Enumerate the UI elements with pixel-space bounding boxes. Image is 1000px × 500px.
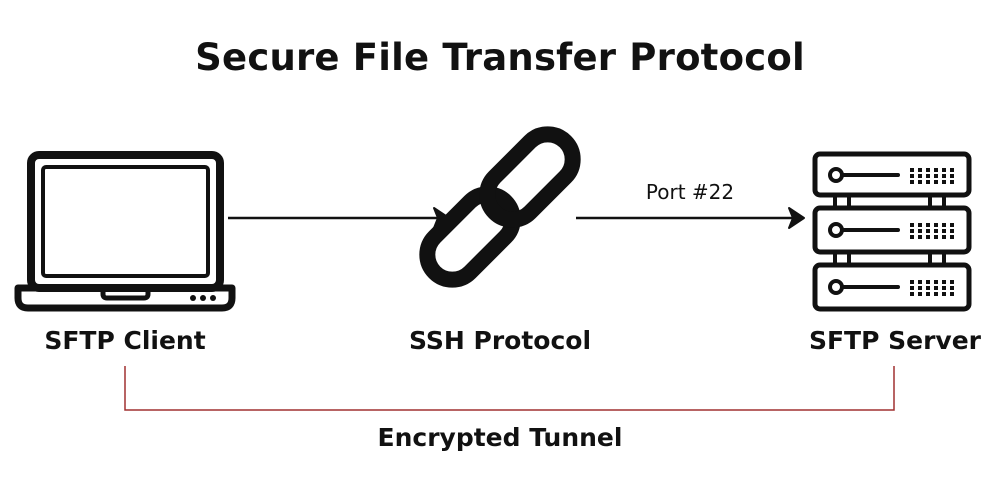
sftp-server-label: SFTP Server: [808, 326, 982, 355]
vent-dot: [910, 229, 914, 233]
vent-dot: [910, 168, 914, 172]
vent-dot: [910, 235, 914, 239]
vent-dot: [934, 280, 938, 284]
vent-dot: [926, 235, 930, 239]
vent-dot: [918, 229, 922, 233]
vent-dot: [910, 292, 914, 296]
vent-dot: [926, 292, 930, 296]
vent-dot: [918, 292, 922, 296]
diagram-title: Secure File Transfer Protocol: [195, 36, 805, 79]
vent-dot: [942, 235, 946, 239]
vent-dot: [926, 280, 930, 284]
vent-dot: [934, 286, 938, 290]
vent-dot: [918, 235, 922, 239]
vent-dot: [950, 229, 954, 233]
vent-dot: [934, 223, 938, 227]
vent-dot: [918, 180, 922, 184]
arrow-protocol-to-server: [576, 207, 805, 229]
ssh-protocol-label: SSH Protocol: [408, 326, 592, 355]
vent-dot: [910, 286, 914, 290]
vent-dot: [926, 286, 930, 290]
vent-dot: [950, 235, 954, 239]
port-label: Port #22: [645, 180, 735, 204]
vent-dot: [934, 235, 938, 239]
vent-dot: [950, 280, 954, 284]
vent-dot: [926, 229, 930, 233]
vent-dot: [942, 292, 946, 296]
vent-dot: [942, 286, 946, 290]
vent-dot: [950, 174, 954, 178]
server-rack-icon: [812, 151, 972, 312]
encrypted-tunnel-line: [124, 366, 895, 411]
vent-dot: [934, 180, 938, 184]
vent-dot: [942, 174, 946, 178]
vent-dot: [950, 180, 954, 184]
vent-dot: [942, 180, 946, 184]
sftp-client-label: SFTP Client: [44, 326, 206, 355]
vent-dot: [926, 180, 930, 184]
arrow-client-to-protocol: [228, 207, 450, 229]
laptop-icon: [14, 151, 236, 312]
vent-dots: [910, 168, 954, 296]
vent-dot: [918, 223, 922, 227]
vent-dot: [926, 223, 930, 227]
vent-dot: [918, 280, 922, 284]
vent-dot: [934, 174, 938, 178]
vent-dot: [910, 174, 914, 178]
encrypted-tunnel-label: Encrypted Tunnel: [377, 423, 623, 452]
vent-dot: [934, 229, 938, 233]
vent-dot: [934, 292, 938, 296]
vent-dot: [918, 286, 922, 290]
vent-dot: [942, 168, 946, 172]
vent-dot: [926, 168, 930, 172]
vent-dot: [950, 223, 954, 227]
vent-dot: [918, 168, 922, 172]
vent-dot: [942, 229, 946, 233]
vent-dot: [926, 174, 930, 178]
vent-dot: [942, 223, 946, 227]
vent-dot: [910, 180, 914, 184]
vent-dot: [950, 292, 954, 296]
vent-dot: [934, 168, 938, 172]
chain-link-icon: [419, 126, 581, 288]
vent-dot: [942, 280, 946, 284]
vent-dot: [918, 174, 922, 178]
vent-dot: [910, 223, 914, 227]
vent-dot: [950, 168, 954, 172]
vent-dot: [950, 286, 954, 290]
vent-dot: [910, 280, 914, 284]
